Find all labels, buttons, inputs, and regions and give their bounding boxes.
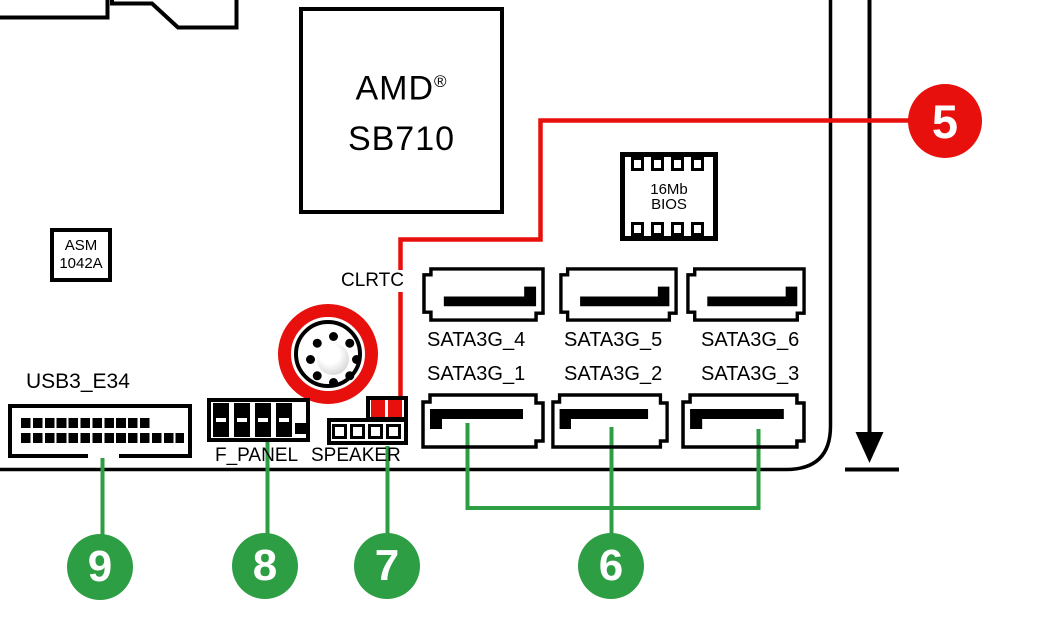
dimension-arrowhead-icon — [855, 432, 884, 463]
board-outline-topleft — [0, 0, 110, 20]
board-outline-notch — [110, 0, 239, 30]
sata-connector-sata3g3 — [681, 393, 806, 450]
hole-dot — [342, 336, 356, 350]
sata-connector-sata3g2 — [551, 393, 669, 450]
sata-connector-sata3g4 — [422, 266, 545, 322]
hole-dot — [310, 368, 324, 382]
usb3-pin-row-bottom — [21, 433, 184, 443]
single-pin — [295, 423, 306, 434]
clrtc-hole-marker-icon — [278, 304, 378, 404]
usb3-pin-row-top — [21, 418, 150, 428]
sata-label: SATA3G_3 — [701, 363, 800, 385]
chip-text-line1: 16Mb — [650, 180, 688, 198]
sata-label: SATA3G_5 — [564, 329, 663, 351]
sata-label: SATA3G_1 — [427, 363, 526, 385]
clrtc-label: CLRTC — [338, 270, 407, 292]
pin-group — [276, 403, 292, 437]
bios-chip: 16Mb BIOS — [620, 152, 718, 241]
pin-notch — [691, 157, 704, 171]
leader-clrtc-red — [398, 118, 910, 397]
front-panel-label: F_PANEL — [215, 445, 299, 466]
pin-notch — [651, 222, 664, 236]
sata-label: SATA3G_2 — [564, 363, 663, 385]
pin — [368, 424, 383, 439]
red-pin — [388, 400, 402, 417]
hole-ring — [294, 320, 362, 388]
hole-dot — [305, 354, 315, 364]
chip-text-line1: ASM — [64, 237, 98, 254]
hole-dot — [342, 368, 356, 382]
sata-connector-sata3g1 — [421, 393, 545, 450]
callout-8-badge: 8 — [232, 533, 298, 599]
board-edge — [0, 0, 833, 472]
pin-notch — [631, 222, 644, 236]
pin-notch — [691, 222, 704, 236]
hole-dot — [328, 331, 338, 341]
registered-mark: ® — [434, 72, 448, 92]
pin — [350, 424, 365, 439]
callout-5-badge: 5 — [908, 84, 982, 158]
chip-text-line2: SB710 — [347, 119, 456, 158]
pin — [332, 424, 347, 439]
chip-text-line2: 1042A — [59, 255, 103, 272]
callout-6-badge: 6 — [578, 533, 644, 599]
callout-9-badge: 9 — [67, 534, 133, 600]
speaker-label: SPEAKER — [311, 445, 401, 466]
pin-group — [255, 403, 271, 437]
pin-group — [234, 403, 250, 437]
usb3-header-connector — [8, 404, 192, 458]
pin — [386, 424, 401, 439]
sata-connector-sata3g6 — [686, 266, 806, 322]
front-panel-header-connector — [207, 398, 310, 442]
usb3-header-label: USB3_E34 — [26, 370, 130, 393]
red-pin — [371, 400, 385, 417]
pin-group — [213, 403, 229, 437]
pin-notch — [651, 157, 664, 171]
hole-dot — [351, 354, 361, 364]
usb-controller-chip: ASM 1042A — [50, 228, 112, 282]
chip-text-line1: AMD® — [355, 69, 448, 108]
hole-dot — [328, 377, 338, 387]
sata-label: SATA3G_6 — [701, 329, 800, 351]
sata-connector-sata3g5 — [559, 266, 678, 322]
pin-notch — [671, 157, 684, 171]
green-leader-lines — [100, 423, 761, 536]
chip-text-line2: BIOS — [651, 195, 687, 213]
hole-core — [317, 343, 349, 375]
usb3-key-notch — [88, 454, 119, 458]
pin-notch — [671, 222, 684, 236]
callout-7-badge: 7 — [354, 533, 420, 599]
southbridge-chip: AMD® SB710 — [299, 7, 504, 214]
sata-label: SATA3G_4 — [427, 329, 526, 351]
speaker-header-connector — [327, 418, 408, 445]
pin-notch — [631, 157, 644, 171]
